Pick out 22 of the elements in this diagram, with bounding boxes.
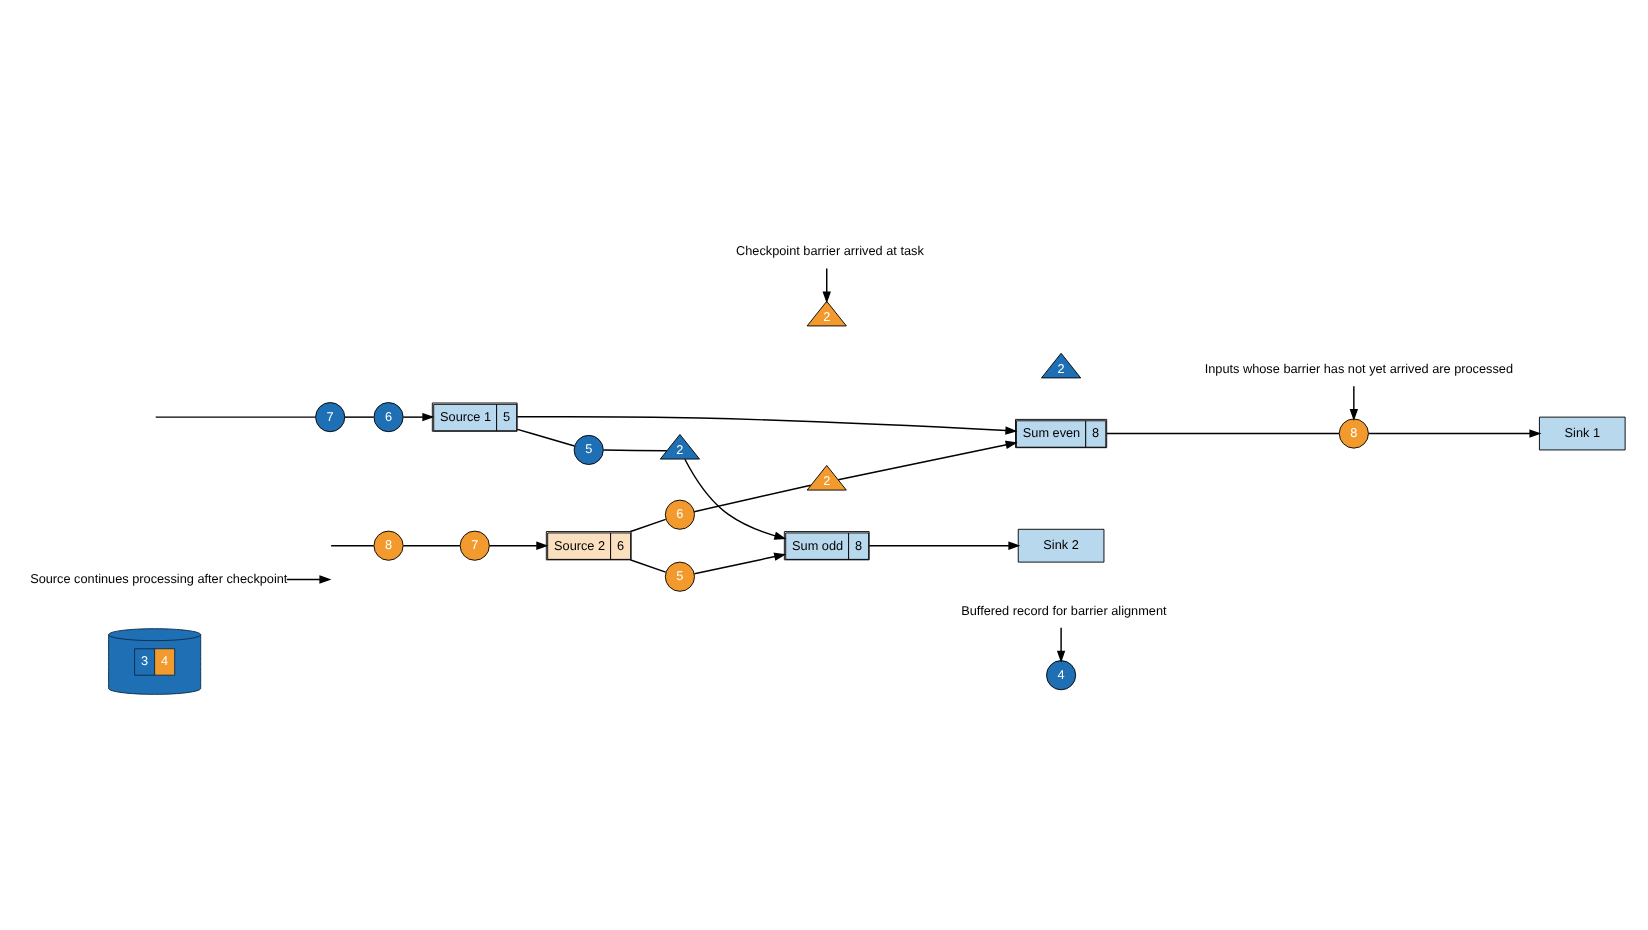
connector [629,518,667,533]
arrow [1349,385,1359,422]
arrow [684,458,787,540]
arrow [402,412,435,422]
arrow [516,415,1018,435]
connector [693,484,812,513]
arrow [1367,429,1542,438]
connector [1106,432,1340,435]
connector [330,545,375,547]
connector [629,559,667,573]
connector [602,449,668,452]
connector [516,428,576,447]
arrow [1056,627,1066,663]
arrow [868,541,1021,550]
arrow [488,541,549,550]
arrow [286,575,332,584]
arrow [822,267,831,304]
arrow [693,552,787,575]
arrow [837,440,1018,481]
connector [402,545,461,547]
connector [344,416,375,418]
connector [154,416,317,418]
